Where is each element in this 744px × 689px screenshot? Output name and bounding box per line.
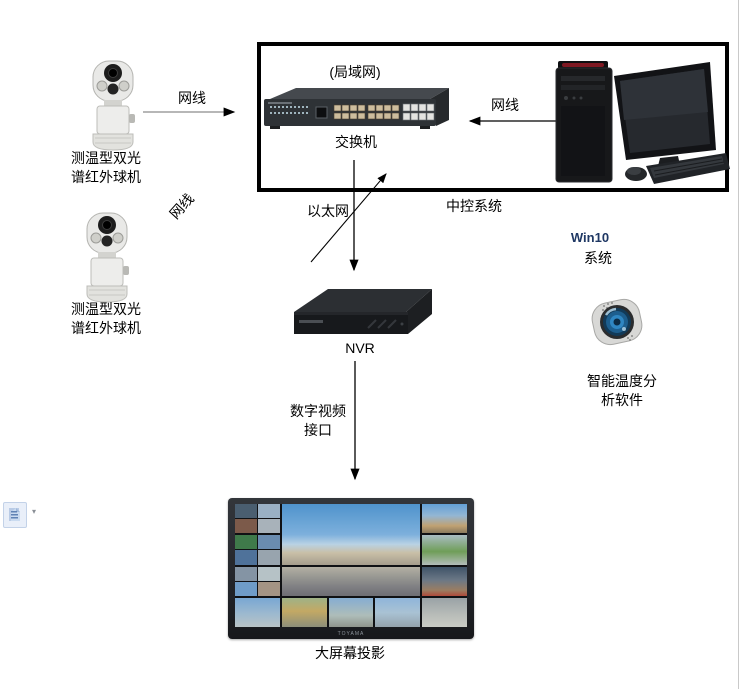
network-switch-icon — [264, 88, 449, 129]
edge-label-cam2-cable: 网线 — [166, 190, 197, 222]
paste-options-icon — [9, 508, 20, 521]
edge-label-cam1-cable: 网线 — [178, 90, 206, 106]
wall-thumbnail — [257, 550, 280, 565]
thermal-camera-1-icon — [92, 60, 135, 151]
wall-panel — [422, 566, 467, 596]
computer-label: 中控系统 — [446, 198, 502, 214]
analysis-software-lens-icon — [591, 298, 643, 346]
wall-thumbnail — [235, 504, 257, 519]
switch-label: 交换机 — [335, 134, 377, 150]
wall-panel — [422, 504, 467, 534]
software-label: 智能温度分 析软件 — [587, 373, 657, 408]
wall-thumbnail — [235, 581, 257, 596]
wall-thumbnail — [257, 519, 280, 534]
wall-thumbnail — [235, 519, 257, 534]
wall-thumbnail — [257, 535, 280, 550]
wall-panel — [375, 597, 421, 627]
wall-thumbnail — [235, 535, 257, 550]
video-wall-brand: TOYAMA — [337, 631, 365, 637]
wall-thumbnail — [235, 550, 257, 565]
nvr-label: NVR — [345, 340, 375, 356]
wall-panel — [422, 535, 467, 565]
lan-title: (局域网) — [329, 64, 381, 80]
camera-1-label: 测温型双光 谱红外球机 — [71, 150, 141, 185]
wall-thumbnail — [257, 581, 280, 596]
os-name-label: Win10 — [570, 230, 610, 245]
video-wall: TOYAMA — [228, 498, 474, 639]
page-edge-line — [738, 0, 739, 689]
wall-panel — [235, 597, 280, 627]
camera-2-label: 测温型双光 谱红外球机 — [71, 301, 141, 336]
video-wall-label: 大屏幕投影 — [315, 645, 385, 661]
wall-panel — [422, 597, 467, 627]
wall-panel — [328, 597, 374, 627]
edge-label-pc-cable: 网线 — [491, 97, 519, 113]
wall-thumbnail — [235, 566, 257, 581]
os-system-label: 系统 — [584, 250, 612, 266]
wall-thumbnail — [257, 566, 280, 581]
nvr-icon — [294, 289, 432, 334]
lan-boundary-box — [257, 42, 729, 192]
edge-label-digital-video: 数字视频 接口 — [290, 403, 346, 438]
wall-panel — [281, 597, 327, 627]
wall-panel — [235, 535, 280, 565]
thermal-camera-2-icon — [86, 212, 129, 303]
wall-panel — [281, 504, 421, 565]
video-wall-grid — [235, 504, 467, 627]
paste-options-caret[interactable]: ▾ — [31, 507, 36, 516]
paste-options-button[interactable] — [3, 502, 27, 528]
edge-label-ethernet: 以太网 — [307, 203, 349, 219]
wall-panel — [281, 566, 421, 596]
control-pc-icon — [555, 61, 730, 184]
wall-thumbnail — [257, 504, 280, 519]
wall-panel — [235, 566, 280, 596]
wall-panel — [235, 504, 280, 534]
